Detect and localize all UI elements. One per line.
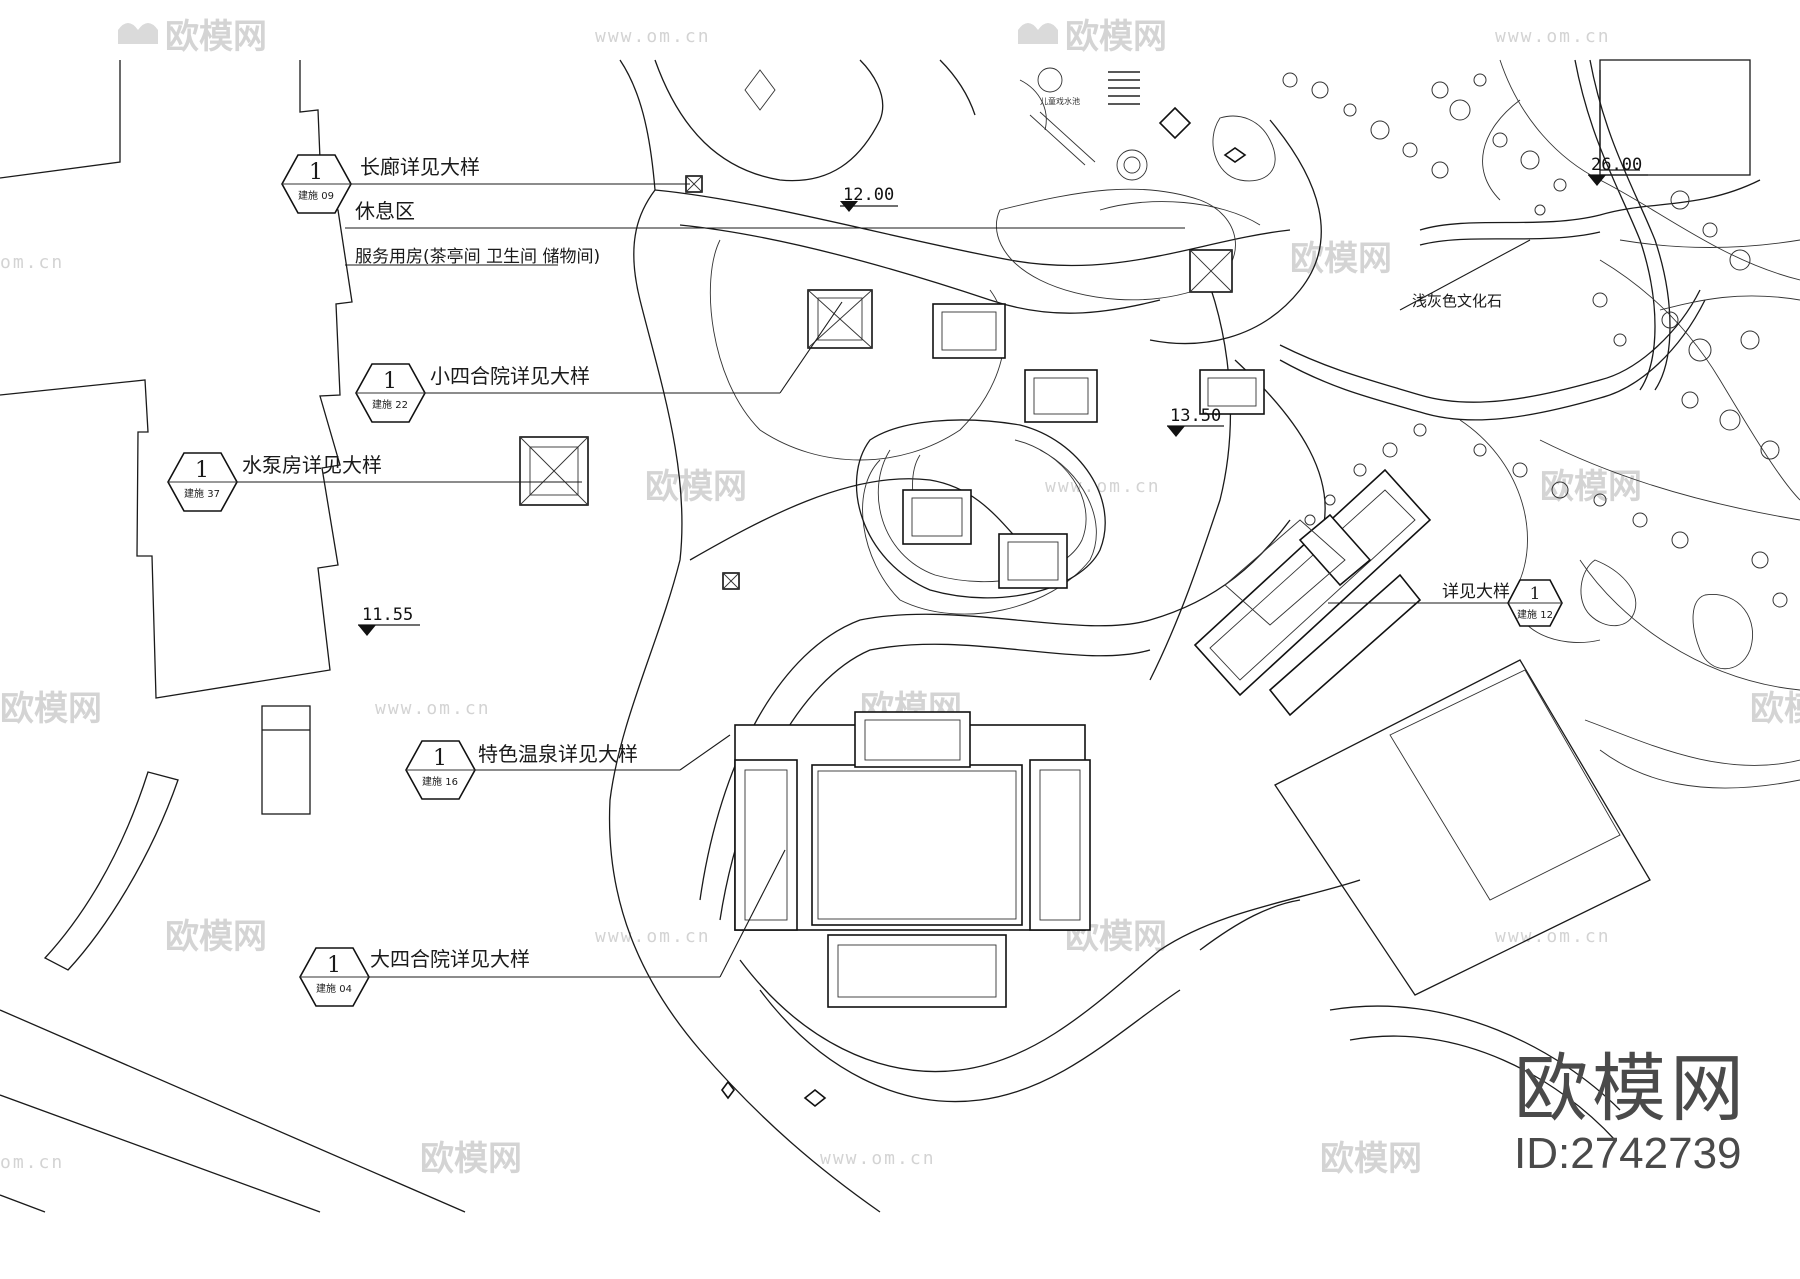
pavilion-roof-2 [1024,369,1098,423]
large-courtyard [734,711,1091,1008]
callout-5[interactable]: 1 建施 04 大四合院详见大样 [299,947,530,1007]
watermark-url: www.om.cn [1495,926,1611,947]
callout-text: 详见大样 [1442,582,1510,602]
label-kids-pool: 儿童戏水池 [1040,96,1080,106]
callout-3[interactable]: 1 建施 37 水泵房详见大样 [167,452,382,512]
watermark-url: www.om.cn [1045,476,1161,497]
diagonal-corridor [1193,468,1432,717]
callout-1[interactable]: 1 建施 09 长廊详见大样 [281,154,480,214]
watermark-logo: 欧模网 [1290,239,1392,279]
callout-number: 1 [433,746,447,771]
watermark-url: www.om.cn [1495,26,1611,47]
road-diagonal [0,1009,466,1213]
elevation-marker-4: 26.00 [1588,155,1648,186]
label-rest-area: 休息区 [355,199,415,223]
small-annex [261,705,311,815]
callout-number: 1 [309,160,323,185]
callout-text: 特色温泉详见大样 [478,742,638,766]
callout-number: 1 [327,953,341,978]
round-pool-2 [1692,594,1754,670]
callout-text: 长廊详见大样 [360,155,480,179]
watermark-url: www.om.cn [375,698,491,719]
brand-id: ID:2742739 [1514,1129,1742,1178]
watermark-logo: 欧模网 [165,917,267,957]
label-culture-stone: 浅灰色文化石 [1412,292,1502,310]
callout-text: 大四合院详见大样 [370,947,530,971]
pavilion-right [1199,369,1265,415]
callout-sheet: 建施 04 [316,982,352,995]
callout-sheet: 建施 16 [422,775,458,788]
elevation-value: 13.50 [1170,406,1221,426]
callout-number: 1 [1530,584,1541,604]
leader-lines [170,183,1531,978]
kids-pool-outline [1212,115,1276,182]
callout-sheet: 建施 12 [1517,608,1553,621]
watermark-logo: 欧模网 [1750,689,1800,729]
watermark-url-short: om.cn [0,252,64,273]
pavilion-upper-left [807,289,873,349]
callout-sheet: 建施 09 [298,189,334,202]
top-features [744,67,1247,181]
top-ridge-lines [654,59,1276,182]
elevation-value: 12.00 [843,185,894,205]
callout-sheet: 建施 22 [372,398,408,411]
sports-field [1274,659,1651,996]
brand-name: 欧模网 [1514,1046,1748,1132]
callout-sheet: 建施 37 [184,487,220,500]
brand-watermark: 欧模网 ID:2742739 [1514,1049,1748,1179]
rockery-stream [1279,59,1800,789]
curved-wall [43,771,179,971]
fountain-circle [1037,67,1063,93]
watermark-logo-icon [118,23,158,44]
watermark-url: www.om.cn [820,1148,936,1169]
watermark-logo: 欧模网 [1320,1139,1422,1179]
watermark-logo: 欧模网 [1065,17,1167,57]
watermark-logo: 欧模网 [645,467,747,507]
watermark-layer: 欧模网 www.om.cn 欧模网 www.om.cn om.cn 欧模网 欧模… [0,17,1800,1179]
service-pavilion-small [1189,249,1233,293]
elevation-value: 11.55 [362,605,413,625]
watermark-logo: 欧模网 [165,17,267,57]
watermark-logo-icon [1018,23,1058,44]
watermark-logo: 欧模网 [1540,467,1642,507]
elevation-marker-2: 13.50 [1167,406,1224,437]
watermark-url: www.om.cn [595,926,711,947]
callout-4[interactable]: 1 建施 16 特色温泉详见大样 [405,740,638,800]
elevation-marker-1: 12.00 [840,185,898,212]
callout-number: 1 [383,369,397,394]
elevation-marker-3: 11.55 [358,605,420,636]
pavilion-cluster [519,249,1265,589]
callout-6[interactable]: 1 建施 12 详见大样 [1442,579,1563,627]
watermark-logo-partial: 欧模网 [0,689,102,729]
label-service-room: 服务用房(茶亭间 卫生间 储物间) [355,247,600,267]
watermark-url: www.om.cn [595,26,711,47]
watermark-url-short: om.cn [0,1152,64,1173]
pavilion-roof-1 [932,303,1006,359]
road-bottom-right [1199,899,1621,1141]
callout-text: 水泵房详见大样 [242,453,382,477]
pavilion-roof-3 [902,489,972,545]
kiosk-diamond [1158,106,1192,140]
callout-2[interactable]: 1 建施 22 小四合院详见大样 [355,363,590,423]
watermark-logo: 欧模网 [420,1139,522,1179]
pump-house-icon [519,436,589,506]
callout-text: 小四合院详见大样 [430,364,590,388]
stair-icon [1108,71,1140,105]
path-markers [685,175,827,1108]
pavilion-roof-4 [998,533,1068,589]
round-pool-1 [1580,559,1637,627]
central-loop-path [856,419,1106,599]
elevation-value: 26.00 [1591,155,1642,175]
callout-number: 1 [195,458,209,483]
